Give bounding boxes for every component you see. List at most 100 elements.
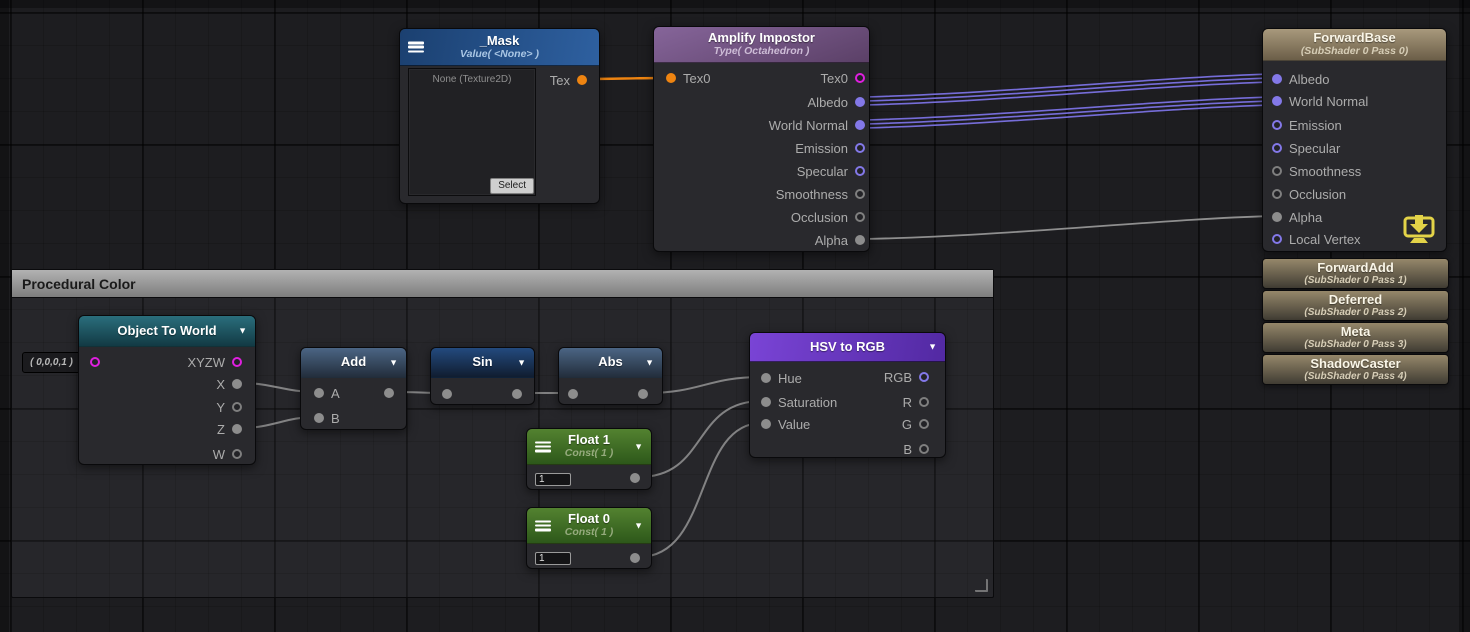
wire-worldnormal-1 — [863, 96, 1275, 121]
port-tex-output[interactable] — [577, 75, 587, 85]
float-value-field[interactable] — [535, 473, 571, 486]
node-sin[interactable]: Sin ▼ — [430, 347, 535, 405]
port-label: Saturation — [778, 394, 838, 410]
port-tex0-input[interactable] — [666, 73, 676, 83]
node-float-0-header[interactable]: Float 0 Const( 1 ) ▼ — [527, 508, 651, 544]
port-float0-output[interactable] — [630, 553, 640, 563]
port-specular-input[interactable] — [1272, 143, 1282, 153]
port-x-output[interactable] — [232, 379, 242, 389]
port-row: Value — [750, 413, 945, 435]
texture-preview[interactable]: None (Texture2D) Select — [408, 68, 536, 196]
select-button[interactable]: Select — [490, 177, 534, 194]
port-rgb-output[interactable] — [919, 372, 929, 382]
port-b-output[interactable] — [919, 444, 929, 454]
port-smoothness-output[interactable] — [855, 189, 865, 199]
node-sin-header[interactable]: Sin ▼ — [431, 348, 534, 378]
port-row: Tex0 — [654, 67, 869, 89]
pass-deferred[interactable]: Deferred (SubShader 0 Pass 2) — [1262, 290, 1449, 321]
node-add-header[interactable]: Add ▼ — [301, 348, 406, 378]
port-float1-output[interactable] — [630, 473, 640, 483]
pass-meta[interactable]: Meta (SubShader 0 Pass 3) — [1262, 322, 1449, 353]
group-resize-handle[interactable] — [975, 579, 988, 592]
node-add[interactable]: Add ▼ A B — [300, 347, 407, 430]
port-emission-output[interactable] — [855, 143, 865, 153]
port-z-output[interactable] — [232, 424, 242, 434]
port-row: X — [79, 373, 255, 395]
port-label: Occlusion — [790, 209, 848, 225]
port-label: XYZW — [187, 354, 225, 370]
port-saturation-input[interactable] — [761, 397, 771, 407]
port-sin-output[interactable] — [512, 389, 522, 399]
menu-icon[interactable] — [535, 520, 551, 531]
port-g-output[interactable] — [919, 419, 929, 429]
port-sin-input[interactable] — [442, 389, 452, 399]
port-abs-input[interactable] — [568, 389, 578, 399]
port-alpha-input[interactable] — [1272, 212, 1282, 222]
chevron-down-icon[interactable]: ▼ — [928, 341, 937, 352]
port-albedo-input[interactable] — [1272, 74, 1282, 84]
chevron-down-icon[interactable]: ▼ — [389, 357, 398, 367]
port-smoothness-input[interactable] — [1272, 166, 1282, 176]
port-occlusion-input[interactable] — [1272, 189, 1282, 199]
node-forwardbase[interactable]: ForwardBase (SubShader 0 Pass 0) Albedo … — [1262, 28, 1447, 252]
port-hue-input[interactable] — [761, 373, 771, 383]
port-row: Local Vertex — [1263, 228, 1446, 250]
node-hsv-to-rgb-header[interactable]: HSV to RGB ▼ — [750, 333, 945, 362]
port-localvertex-input[interactable] — [1272, 234, 1282, 244]
port-label: Smoothness — [775, 186, 848, 202]
node-object-to-world[interactable]: Object To World ▼ XYZW X Y Z W — [78, 315, 256, 465]
port-xyzw-output[interactable] — [232, 357, 242, 367]
node-float-0[interactable]: Float 0 Const( 1 ) ▼ — [526, 507, 652, 569]
port-y-output[interactable] — [232, 402, 242, 412]
port-row: World Normal — [654, 114, 869, 136]
node-float-1[interactable]: Float 1 Const( 1 ) ▼ — [526, 428, 652, 490]
port-specular-output[interactable] — [855, 166, 865, 176]
port-label: World Normal — [768, 117, 848, 133]
group-title-bar[interactable]: Procedural Color — [12, 270, 993, 298]
node-abs[interactable]: Abs ▼ — [558, 347, 663, 405]
pass-forwardadd[interactable]: ForwardAdd (SubShader 0 Pass 1) — [1262, 258, 1449, 289]
port-tex0-output[interactable] — [855, 73, 865, 83]
port-w-output[interactable] — [232, 449, 242, 459]
port-row: XYZW — [79, 351, 255, 373]
node-mask-header[interactable]: _Mask Value( <None> ) — [400, 29, 599, 66]
port-alpha-output[interactable] — [855, 235, 865, 245]
chevron-down-icon[interactable]: ▼ — [634, 520, 643, 530]
node-abs-header[interactable]: Abs ▼ — [559, 348, 662, 378]
node-mask[interactable]: _Mask Value( <None> ) None (Texture2D) S… — [399, 28, 600, 204]
port-value-input[interactable] — [761, 419, 771, 429]
port-b-input[interactable] — [314, 413, 324, 423]
node-amplify-impostor-header[interactable]: Amplify Impostor Type( Octahedron ) — [654, 27, 869, 63]
chevron-down-icon[interactable]: ▼ — [238, 325, 247, 336]
chevron-down-icon[interactable]: ▼ — [517, 357, 526, 367]
port-occlusion-output[interactable] — [855, 212, 865, 222]
port-a-input[interactable] — [314, 388, 324, 398]
node-subtitle: Type( Octahedron ) — [713, 45, 810, 57]
port-worldnormal-input[interactable] — [1272, 96, 1282, 106]
port-worldnormal-output[interactable] — [855, 120, 865, 130]
save-to-disk-icon[interactable] — [1402, 214, 1436, 245]
port-add-output[interactable] — [384, 388, 394, 398]
port-label: Emission — [795, 140, 848, 156]
port-albedo-output[interactable] — [855, 97, 865, 107]
chevron-down-icon[interactable]: ▼ — [634, 441, 643, 451]
menu-icon[interactable] — [535, 441, 551, 452]
node-forwardbase-header[interactable]: ForwardBase (SubShader 0 Pass 0) — [1263, 29, 1446, 61]
port-abs-output[interactable] — [638, 389, 648, 399]
pass-subtitle: (SubShader 0 Pass 4) — [1304, 371, 1407, 383]
pass-shadowcaster[interactable]: ShadowCaster (SubShader 0 Pass 4) — [1262, 354, 1449, 385]
port-label: Tex0 — [820, 70, 848, 86]
float-value-field[interactable] — [535, 552, 571, 565]
node-hsv-to-rgb[interactable]: HSV to RGB ▼ Hue Saturation Value RGB R … — [749, 332, 946, 458]
node-object-to-world-header[interactable]: Object To World ▼ — [79, 316, 255, 347]
port-emission-input[interactable] — [1272, 120, 1282, 130]
port-r-output[interactable] — [919, 397, 929, 407]
menu-icon[interactable] — [408, 41, 424, 53]
node-float-1-header[interactable]: Float 1 Const( 1 ) ▼ — [527, 429, 651, 465]
wire-worldnormal-3 — [863, 104, 1275, 129]
port-xyzw-input[interactable] — [90, 357, 100, 367]
node-amplify-impostor[interactable]: Amplify Impostor Type( Octahedron ) Tex0… — [653, 26, 870, 252]
chevron-down-icon[interactable]: ▼ — [645, 357, 654, 367]
port-label: Local Vertex — [1289, 231, 1361, 247]
